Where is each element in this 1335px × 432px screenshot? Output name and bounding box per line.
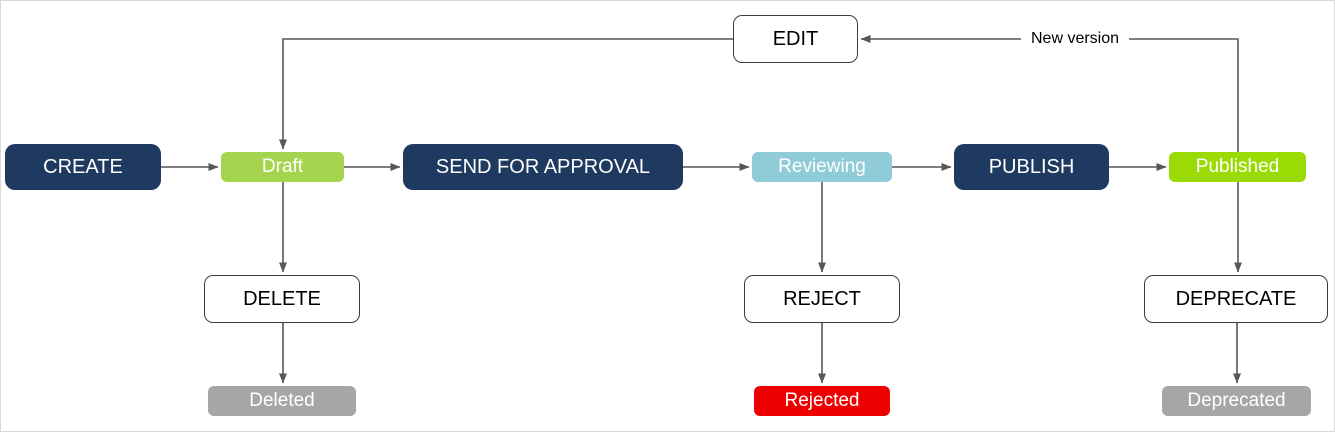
node-reviewing-state[interactable]: Reviewing: [752, 152, 892, 182]
node-draft-state[interactable]: Draft: [221, 152, 344, 182]
node-delete[interactable]: DELETE: [204, 275, 360, 323]
node-deleted-state[interactable]: Deleted: [208, 386, 356, 416]
node-create[interactable]: CREATE: [5, 144, 161, 190]
node-deprecate[interactable]: DEPRECATE: [1144, 275, 1328, 323]
node-send-for-approval[interactable]: SEND FOR APPROVAL: [403, 144, 683, 190]
node-deprecated-state[interactable]: Deprecated: [1162, 386, 1311, 416]
node-edit[interactable]: EDIT: [733, 15, 858, 63]
edge-published-to-edit-new-version: [860, 35, 1239, 152]
node-publish[interactable]: PUBLISH: [954, 144, 1109, 190]
node-reject[interactable]: REJECT: [744, 275, 900, 323]
edge-label-new-version: New version: [1021, 29, 1130, 49]
node-published-state[interactable]: Published: [1169, 152, 1306, 182]
node-rejected-state[interactable]: Rejected: [754, 386, 890, 416]
edge-edit-to-draft: [279, 38, 733, 150]
